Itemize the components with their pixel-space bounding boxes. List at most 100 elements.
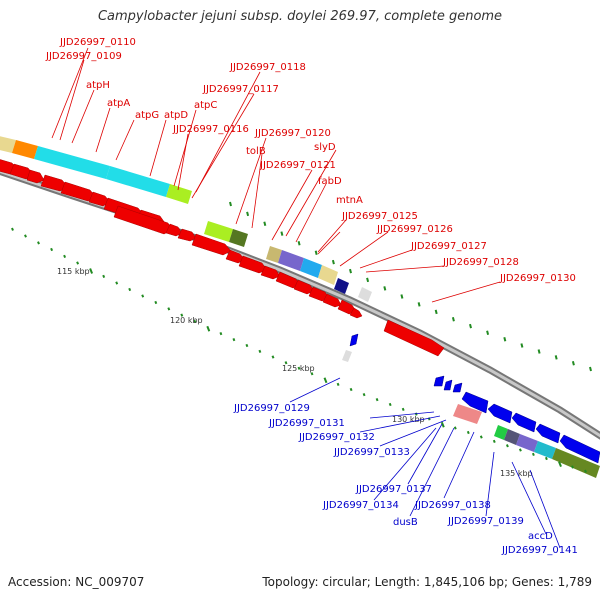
label-atpc: atpC	[194, 100, 217, 111]
genome-summary-text: Topology: circular; Length: 1,845,106 bp…	[262, 575, 592, 589]
minor-tick	[362, 393, 366, 397]
label-jjd26997-0129: JJD26997_0129	[233, 403, 310, 414]
minor-tick	[492, 439, 496, 443]
label-fabd: fabD	[318, 176, 342, 187]
minor-tick	[115, 281, 119, 285]
minor-tick	[50, 247, 54, 252]
label-atpa: atpA	[107, 98, 130, 109]
forward-label-texts: JJD26997_0110 JJD26997_0109 atpH atpA at…	[45, 37, 576, 284]
label-tolb: tolB	[246, 146, 266, 157]
outer-tick	[297, 241, 301, 246]
minor-tick	[310, 372, 314, 376]
outer-tick	[451, 316, 455, 322]
scale-label-125: 125 kbp	[282, 364, 315, 373]
cog-blocks-lower	[342, 350, 600, 478]
label-jjd26997-0134: JJD26997_0134	[322, 500, 399, 511]
minor-tick	[584, 469, 587, 473]
minor-tick	[154, 300, 158, 305]
label-jjd26997-0110: JJD26997_0110	[59, 37, 136, 48]
figure-title: Campylobacter jejuni subsp. doylei 269.9…	[97, 9, 503, 24]
backbone	[0, 167, 600, 440]
label-jjd26997-0127: JJD26997_0127	[410, 241, 487, 252]
minor-tick	[505, 444, 509, 448]
minor-tick	[544, 456, 548, 461]
outer-tick	[331, 259, 335, 265]
label-jjd26997-0120: JJD26997_0120	[254, 128, 331, 139]
minor-tick	[258, 349, 262, 353]
outer-tick	[366, 277, 370, 283]
minor-tick	[388, 402, 392, 407]
minor-tick	[193, 319, 197, 323]
reverse-label-texts: JJD26997_0129 JJD26997_0131 JJD26997_013…	[233, 403, 578, 556]
label-dusb: dusB	[393, 517, 418, 528]
scale-ticks	[11, 201, 592, 473]
label-jjd26997-0138: JJD26997_0138	[414, 500, 491, 511]
label-atph: atpH	[86, 80, 110, 91]
label-atpg: atpG	[135, 110, 159, 121]
minor-tick	[466, 430, 470, 435]
outer-tick	[469, 323, 472, 329]
minor-tick	[128, 287, 132, 292]
minor-tick	[232, 338, 236, 342]
label-jjd26997-0118: JJD26997_0118	[229, 62, 306, 73]
minor-tick	[349, 387, 353, 392]
label-jjd26997-0126: JJD26997_0126	[376, 224, 453, 235]
scale-labels: 115 kbp 120 kbp 125 kbp 130 kbp 135 kbp	[57, 267, 533, 478]
outer-tick	[383, 286, 387, 291]
minor-tick	[531, 452, 535, 456]
outer-tick	[246, 211, 250, 217]
minor-tick	[102, 274, 106, 278]
label-atpd: atpD	[164, 110, 188, 121]
minor-tick	[375, 398, 379, 402]
minor-tick	[167, 307, 171, 311]
major-tick	[89, 268, 94, 274]
minor-tick	[37, 241, 40, 245]
outer-tick	[520, 343, 524, 348]
label-mtna: mtnA	[336, 195, 363, 206]
minor-tick	[297, 366, 301, 370]
outer-tick	[280, 231, 284, 236]
label-jjd26997-0133: JJD26997_0133	[333, 447, 410, 458]
outer-tick	[537, 349, 541, 354]
label-jjd26997-0137: JJD26997_0137	[355, 484, 432, 495]
accession-text: Accession: NC_009707	[8, 575, 145, 589]
label-jjd26997-0116: JJD26997_0116	[172, 124, 249, 135]
scale-label-115: 115 kbp	[57, 267, 90, 276]
minor-tick	[245, 343, 249, 348]
label-jjd26997-0128: JJD26997_0128	[442, 257, 519, 268]
label-accd: accD	[528, 531, 553, 542]
forward-label-group	[51, 47, 501, 303]
outer-tick	[229, 201, 232, 207]
outer-tick	[349, 268, 352, 274]
outer-tick	[486, 330, 490, 336]
major-tick	[558, 461, 562, 467]
outer-tick	[314, 250, 318, 256]
label-jjd26997-0141: JJD26997_0141	[501, 545, 578, 556]
label-jjd26997-0130: JJD26997_0130	[499, 273, 576, 284]
reverse-label-group	[289, 377, 561, 549]
label-jjd26997-0139: JJD26997_0139	[447, 516, 524, 527]
outer-tick	[554, 355, 558, 360]
label-jjd26997-0132: JJD26997_0132	[298, 432, 375, 443]
minor-tick	[63, 254, 67, 258]
minor-tick	[24, 234, 27, 238]
label-jjd26997-0109: JJD26997_0109	[45, 51, 122, 62]
scale-label-120: 120 kbp	[170, 316, 203, 325]
label-slyd: slyD	[314, 142, 336, 153]
outer-tick	[503, 336, 507, 342]
outer-tick	[589, 366, 592, 372]
outer-tick	[571, 360, 575, 366]
outer-tick	[263, 221, 267, 227]
minor-tick	[401, 407, 405, 411]
scale-label-130: 130 kbp	[392, 415, 425, 424]
minor-tick	[336, 382, 340, 386]
minor-tick	[180, 313, 184, 317]
label-jjd26997-0131: JJD26997_0131	[268, 418, 345, 429]
minor-tick	[141, 294, 145, 298]
outer-tick	[417, 302, 421, 307]
minor-tick	[518, 448, 522, 452]
label-jjd26997-0117: JJD26997_0117	[202, 84, 279, 95]
cog-blocks-upper	[0, 136, 372, 302]
